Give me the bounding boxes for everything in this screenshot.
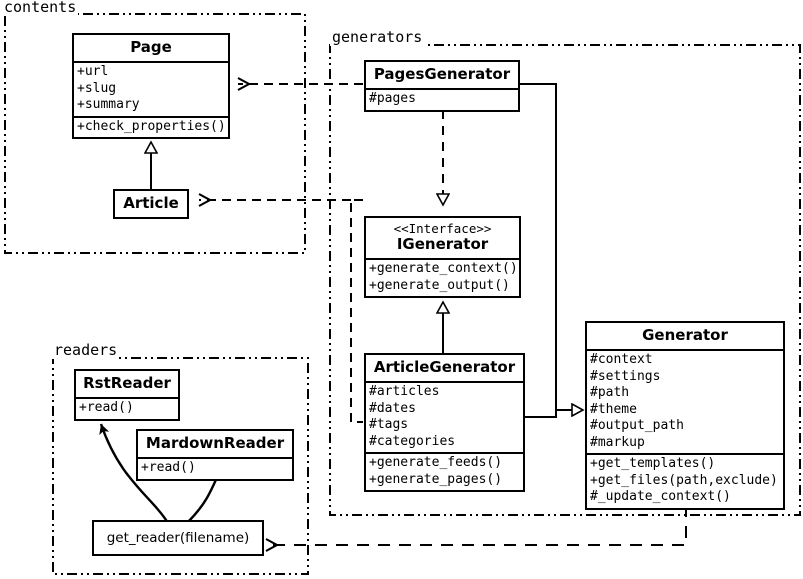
class-page-operations: +check_properties(): [74, 115, 228, 138]
class-articlegenerator-name: ArticleGenerator: [373, 358, 516, 376]
class-articlegenerator-operations: +generate_feeds() +generate_pages(): [366, 452, 523, 490]
class-article[interactable]: Article: [113, 189, 189, 220]
class-page-name: Page: [130, 38, 172, 56]
class-rstreader-operations: +read(): [76, 397, 178, 419]
class-page[interactable]: Page +url +slug +summary +check_properti…: [72, 33, 230, 140]
attribute-row: #dates: [369, 400, 416, 416]
class-generator[interactable]: Generator #context #settings #path #them…: [585, 321, 785, 510]
attribute-row: #tags: [369, 417, 409, 433]
attribute-row: #categories: [369, 433, 456, 449]
class-generator-attributes: #context #settings #path #theme #output_…: [587, 349, 783, 453]
operation-row: +check_properties(): [77, 118, 226, 134]
generalization-pagesgenerator-generator: [520, 83, 557, 410]
class-generator-operations: +get_templates() +get_files(path,exclude…: [587, 453, 783, 508]
operation-row: +read(): [141, 460, 196, 476]
attribute-row: #settings: [590, 368, 661, 384]
class-articlegenerator-attributes: #articles #dates #tags #categories: [366, 381, 523, 452]
function-get-reader-label: get_reader(filename): [106, 530, 250, 546]
class-igenerator[interactable]: <<Interface>> IGenerator +generate_conte…: [364, 216, 521, 298]
class-mardownreader-name: MardownReader: [145, 434, 285, 452]
operation-row: #_update_context(): [590, 489, 731, 505]
package-label-contents: contents: [2, 0, 79, 16]
attribute-row: #theme: [590, 401, 637, 417]
class-article-name: Article: [123, 194, 179, 212]
operation-row: +get_templates(): [590, 456, 716, 472]
package-label-readers: readers: [52, 341, 120, 359]
class-pagesgenerator[interactable]: PagesGenerator #pages: [364, 60, 520, 112]
class-igenerator-title: IGenerator: [396, 234, 489, 253]
operation-row: +generate_pages(): [369, 471, 503, 487]
attribute-row: #context: [590, 352, 653, 368]
class-pagesgenerator-attributes: #pages: [366, 88, 518, 110]
class-mardownreader[interactable]: MardownReader +read(): [136, 429, 294, 481]
operation-row: +read(): [79, 400, 134, 416]
dependency-articlegenerator-article: [350, 199, 363, 423]
class-articlegenerator[interactable]: ArticleGenerator #articles #dates #tags …: [364, 353, 525, 493]
attribute-row: #path: [590, 385, 630, 401]
class-mardownreader-operations: +read(): [138, 457, 292, 479]
attribute-row: +summary: [77, 97, 140, 113]
class-generator-name: Generator: [642, 326, 728, 344]
operation-row: +generate_feeds(): [369, 455, 503, 471]
class-igenerator-stereotype: <<Interface>>: [393, 221, 492, 236]
class-rstreader-name: RstReader: [83, 374, 171, 392]
attribute-row: #markup: [590, 434, 645, 450]
attribute-row: +slug: [77, 80, 117, 96]
package-label-generators: generators: [330, 28, 425, 46]
function-get-reader[interactable]: get_reader(filename): [92, 520, 264, 556]
class-rstreader[interactable]: RstReader +read(): [74, 369, 180, 421]
class-page-attributes: +url +slug +summary: [74, 61, 228, 116]
attribute-row: #pages: [369, 91, 416, 107]
attribute-row: #output_path: [590, 418, 684, 434]
attribute-row: +url: [77, 64, 109, 80]
class-pagesgenerator-name: PagesGenerator: [373, 65, 511, 83]
operation-row: +generate_context(): [369, 261, 518, 276]
operation-row: +get_files(path,exclude): [590, 472, 778, 488]
dependency-generator-getreader: [266, 505, 687, 545]
class-igenerator-operations: +generate_context() +generate_output(): [366, 258, 519, 296]
class-igenerator-name: <<Interface>> IGenerator: [366, 218, 519, 258]
operation-row: +generate_output(): [369, 277, 510, 293]
attribute-row: #articles: [369, 384, 440, 400]
generalization-articlegenerator-generator: [525, 410, 557, 418]
